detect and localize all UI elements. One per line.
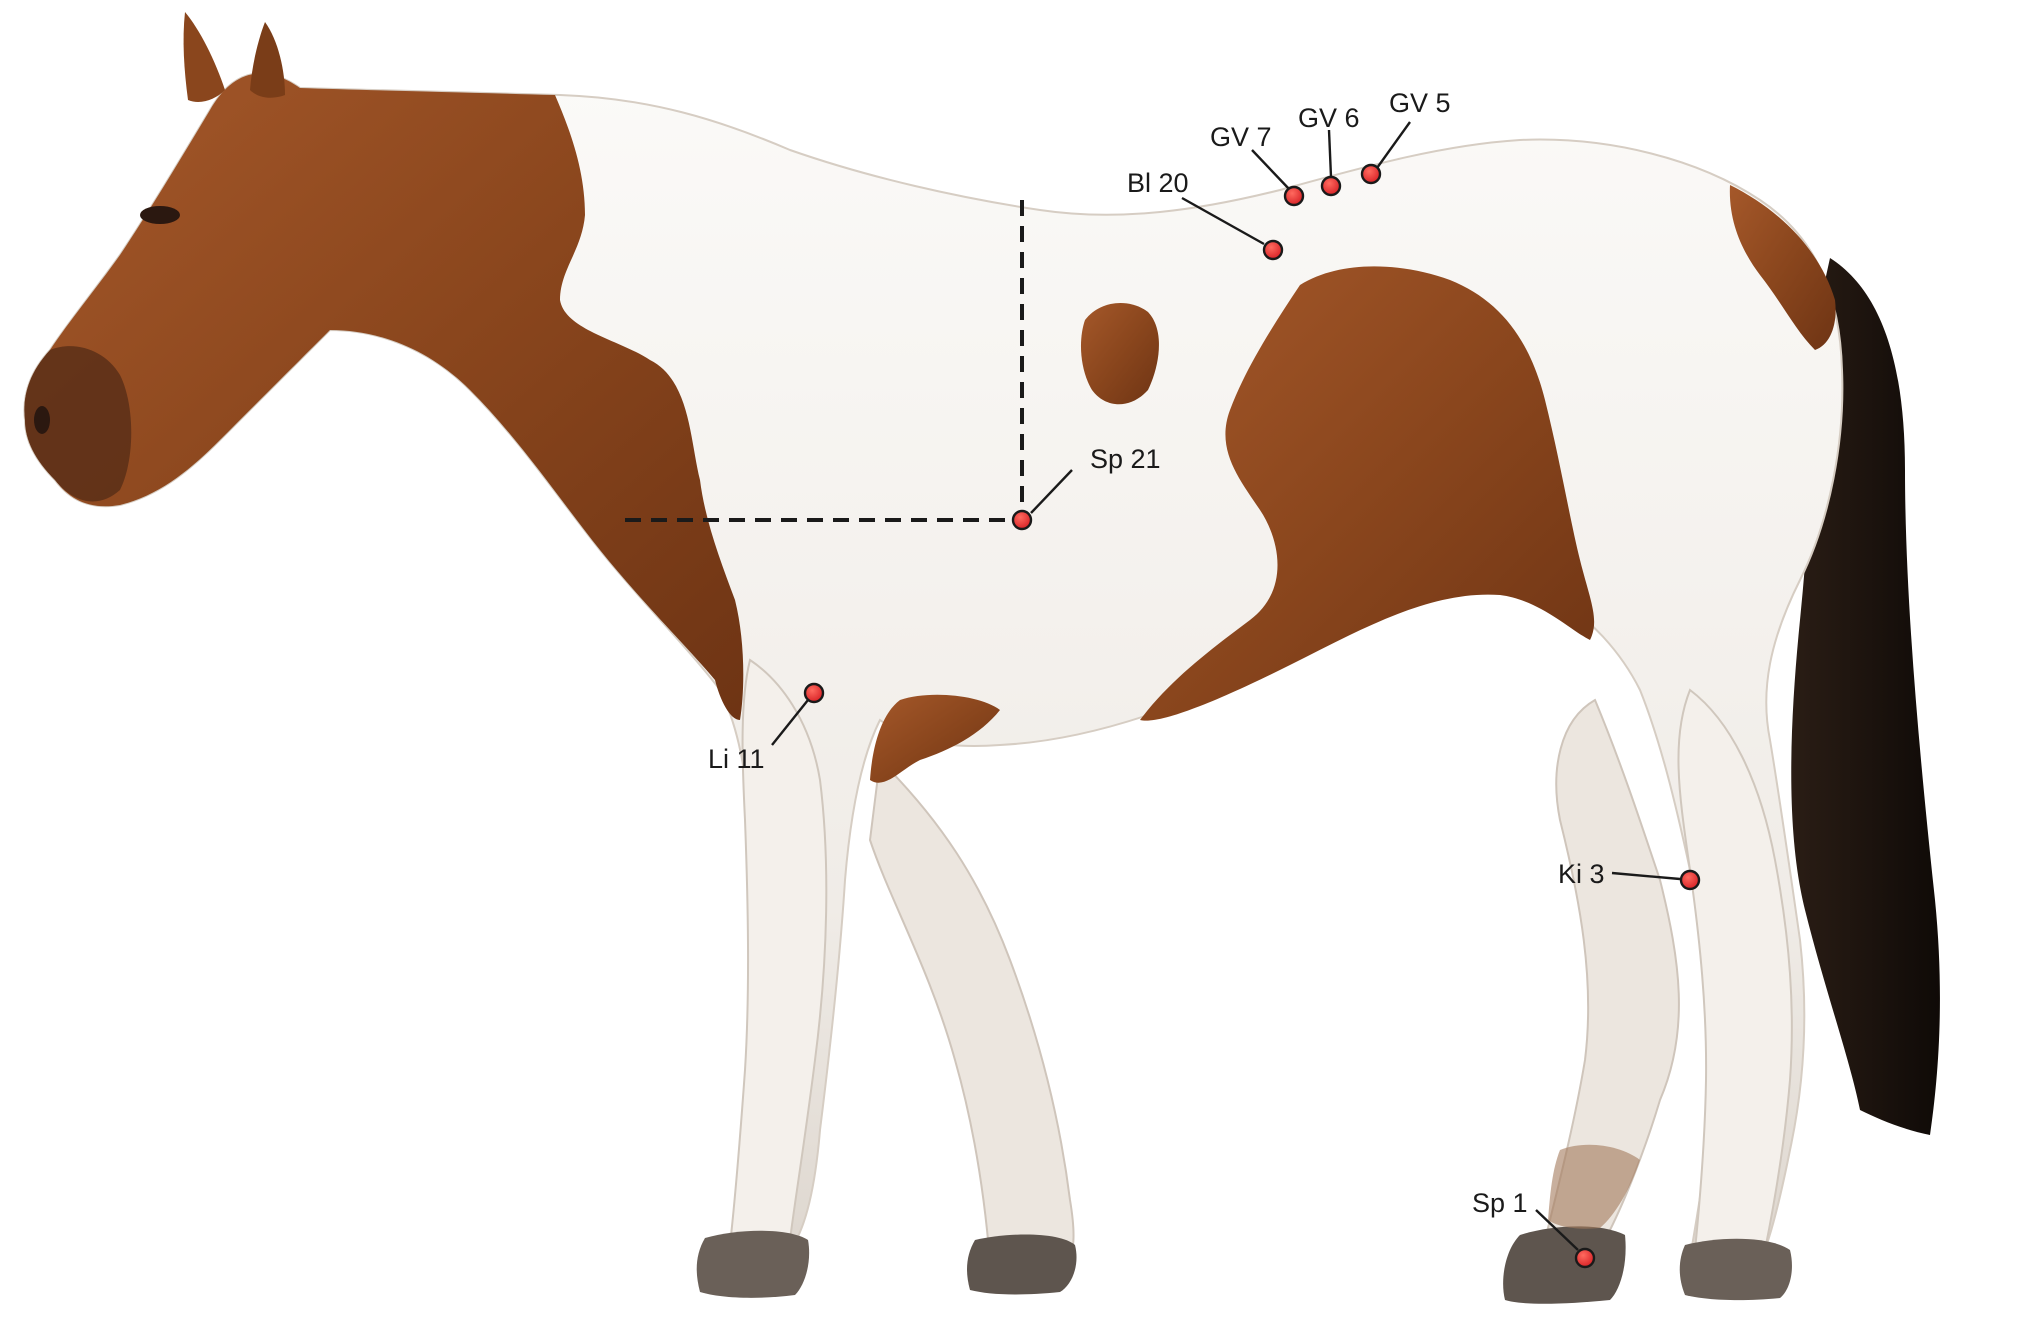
far-front-hoof (967, 1234, 1077, 1295)
back-spot (1080, 302, 1159, 405)
point-label-gv7: GV 7 (1210, 122, 1272, 152)
belly-patch (870, 694, 1000, 783)
point-label-ki3: Ki 3 (1558, 859, 1605, 889)
point-label-sp1: Sp 1 (1472, 1188, 1528, 1218)
leader-line-gv7 (1251, 149, 1291, 191)
point-label-sp21: Sp 21 (1090, 444, 1161, 474)
sp21-guide-lines (625, 200, 1024, 522)
point-sp21: Sp 21 (1011, 444, 1161, 531)
point-marker-gv5[interactable] (1360, 163, 1382, 185)
point-marker-gv7[interactable] (1283, 185, 1305, 207)
leader-line-gv5 (1376, 121, 1411, 169)
near-hind-hoof (1679, 1238, 1792, 1301)
flank-patch (1140, 266, 1595, 721)
near-ear (183, 12, 225, 102)
point-label-gv5: GV 5 (1389, 88, 1451, 118)
point-marker-sp1[interactable] (1574, 1247, 1596, 1269)
far-ear (250, 22, 285, 98)
point-ki3: Ki 3 (1558, 859, 1701, 891)
point-bl20: Bl 20 (1127, 168, 1284, 261)
point-marker-gv6[interactable] (1320, 175, 1342, 197)
far-front-leg (868, 757, 1075, 1269)
point-marker-li11[interactable] (803, 682, 825, 704)
point-label-gv6: GV 6 (1298, 103, 1360, 133)
point-marker-ki3[interactable] (1679, 869, 1701, 891)
point-li11: Li 11 (708, 682, 825, 774)
rump-patch (1729, 185, 1836, 350)
muzzle (24, 346, 132, 502)
eye (140, 206, 180, 224)
point-marker-sp21[interactable] (1011, 509, 1033, 531)
leader-line-gv6 (1327, 129, 1333, 178)
leader-line-bl20 (1181, 196, 1265, 246)
leader-line-sp21 (1030, 469, 1073, 514)
far-hind-hoof (1503, 1226, 1626, 1304)
point-gv6: GV 6 (1298, 103, 1360, 197)
point-marker-bl20[interactable] (1262, 239, 1284, 261)
leader-line-ki3 (1611, 871, 1681, 881)
acupressure-points: GV 7 GV 6 GV 5 Bl 20 Sp 21 (708, 88, 1701, 1269)
far-hock-shade (1548, 1144, 1640, 1229)
leader-line-li11 (771, 699, 809, 746)
leader-line-sp1 (1535, 1209, 1579, 1251)
point-sp1: Sp 1 (1472, 1188, 1596, 1269)
point-gv7: GV 7 (1210, 122, 1305, 207)
point-gv5: GV 5 (1360, 88, 1451, 185)
near-front-hoof (696, 1230, 810, 1298)
point-label-bl20: Bl 20 (1127, 168, 1189, 198)
nostril (34, 406, 50, 434)
horse-illustration (23, 12, 1940, 1304)
point-label-li11: Li 11 (708, 744, 765, 774)
head-neck-patch (24, 73, 744, 721)
